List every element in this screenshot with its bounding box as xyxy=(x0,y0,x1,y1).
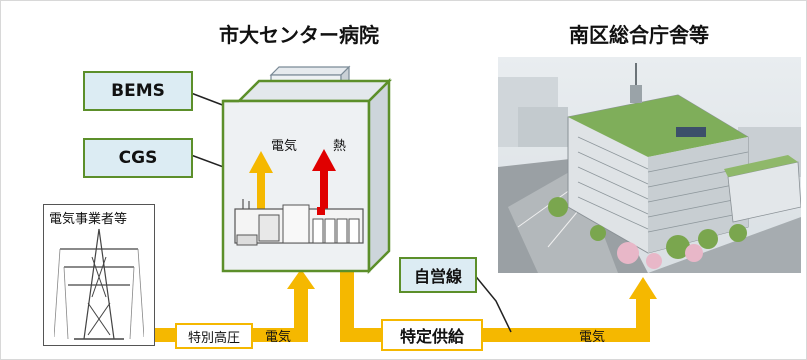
hospital-title: 市大センター病院 xyxy=(219,23,379,47)
power-company-label: 電気事業者等 xyxy=(49,212,128,227)
cgs-label: CGS xyxy=(83,138,193,178)
power-company-box: 電気事業者等 xyxy=(43,204,155,346)
electricity-in-label: 電気 xyxy=(265,330,292,345)
special-high-voltage-label: 特別高圧 xyxy=(175,323,253,349)
hospital-heat-label: 熱 xyxy=(333,139,347,154)
flow-hospital-to-ward xyxy=(340,239,650,342)
generator-icon xyxy=(234,199,364,246)
ward-office-title: 南区総合庁舎等 xyxy=(569,23,709,47)
flow-ward-arrowhead xyxy=(629,277,657,299)
private-line-label: 自営線 xyxy=(399,257,477,293)
hospital-electricity-label: 電気 xyxy=(271,139,298,154)
power-pylon-icon xyxy=(54,228,144,340)
heat-up-arrow-icon xyxy=(312,149,336,215)
building-rendering-image xyxy=(498,57,801,273)
flow-grid-arrowhead xyxy=(287,269,315,289)
hospital-building: Y C U xyxy=(221,65,393,275)
electricity-up-arrow-icon xyxy=(249,151,273,217)
bems-label: BEMS xyxy=(83,71,193,111)
leader-private-line xyxy=(472,272,512,333)
specified-supply-label: 特定供給 xyxy=(381,319,483,351)
electricity-out-label: 電気 xyxy=(579,330,606,345)
